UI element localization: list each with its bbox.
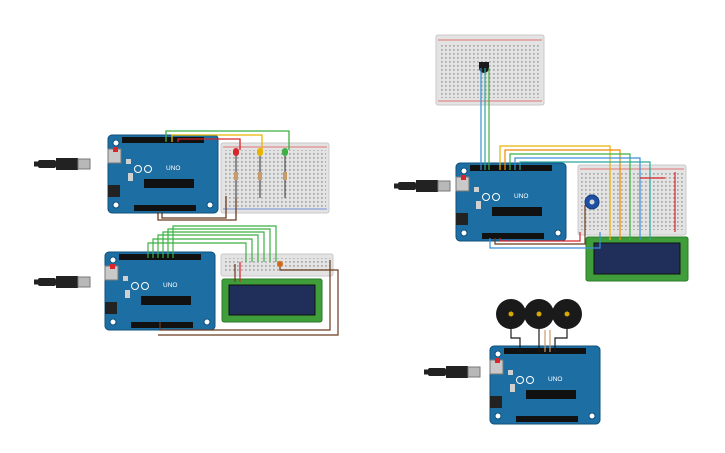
breadboard-icon[interactable] xyxy=(220,253,334,277)
usb-cable-icon xyxy=(394,179,451,193)
usb-cable-icon xyxy=(34,275,91,289)
circuit-lcd-display: UNO xyxy=(34,225,339,336)
wires-traffic-light xyxy=(157,130,290,221)
circuit-buzzer-trio: UNO xyxy=(424,299,601,425)
arduino-uno-board[interactable]: UNO xyxy=(104,251,216,331)
board-model-label: UNO xyxy=(163,282,177,289)
potentiometer-icon[interactable] xyxy=(584,194,600,210)
arduino-uno-board[interactable]: UNO xyxy=(455,162,567,242)
lcd-display-icon[interactable] xyxy=(585,236,689,282)
usb-cable-icon xyxy=(34,157,91,171)
wires-buzzer-trio xyxy=(510,329,568,352)
board-model-label: UNO xyxy=(548,376,562,383)
breadboard-icon[interactable] xyxy=(435,34,545,106)
wires-lcd-display xyxy=(147,225,339,336)
piezo-buzzer-icon[interactable] xyxy=(552,299,582,329)
wires-temperature-lcd xyxy=(480,68,676,249)
breadboard-icon[interactable] xyxy=(220,142,330,214)
usb-cable-icon xyxy=(424,365,481,379)
arduino-uno-board[interactable]: UNO xyxy=(489,345,601,425)
board-model-label: UNO xyxy=(514,193,528,200)
arduino-uno-board[interactable]: UNO xyxy=(107,134,219,214)
lcd-display-icon[interactable] xyxy=(221,278,323,323)
circuit-traffic-light: UNO xyxy=(34,130,330,221)
circuit-temperature-lcd: UNO xyxy=(394,34,689,282)
board-model-label: UNO xyxy=(166,165,180,172)
piezo-buzzer-icon[interactable] xyxy=(524,299,554,329)
piezo-buzzer-icon[interactable] xyxy=(496,299,526,329)
